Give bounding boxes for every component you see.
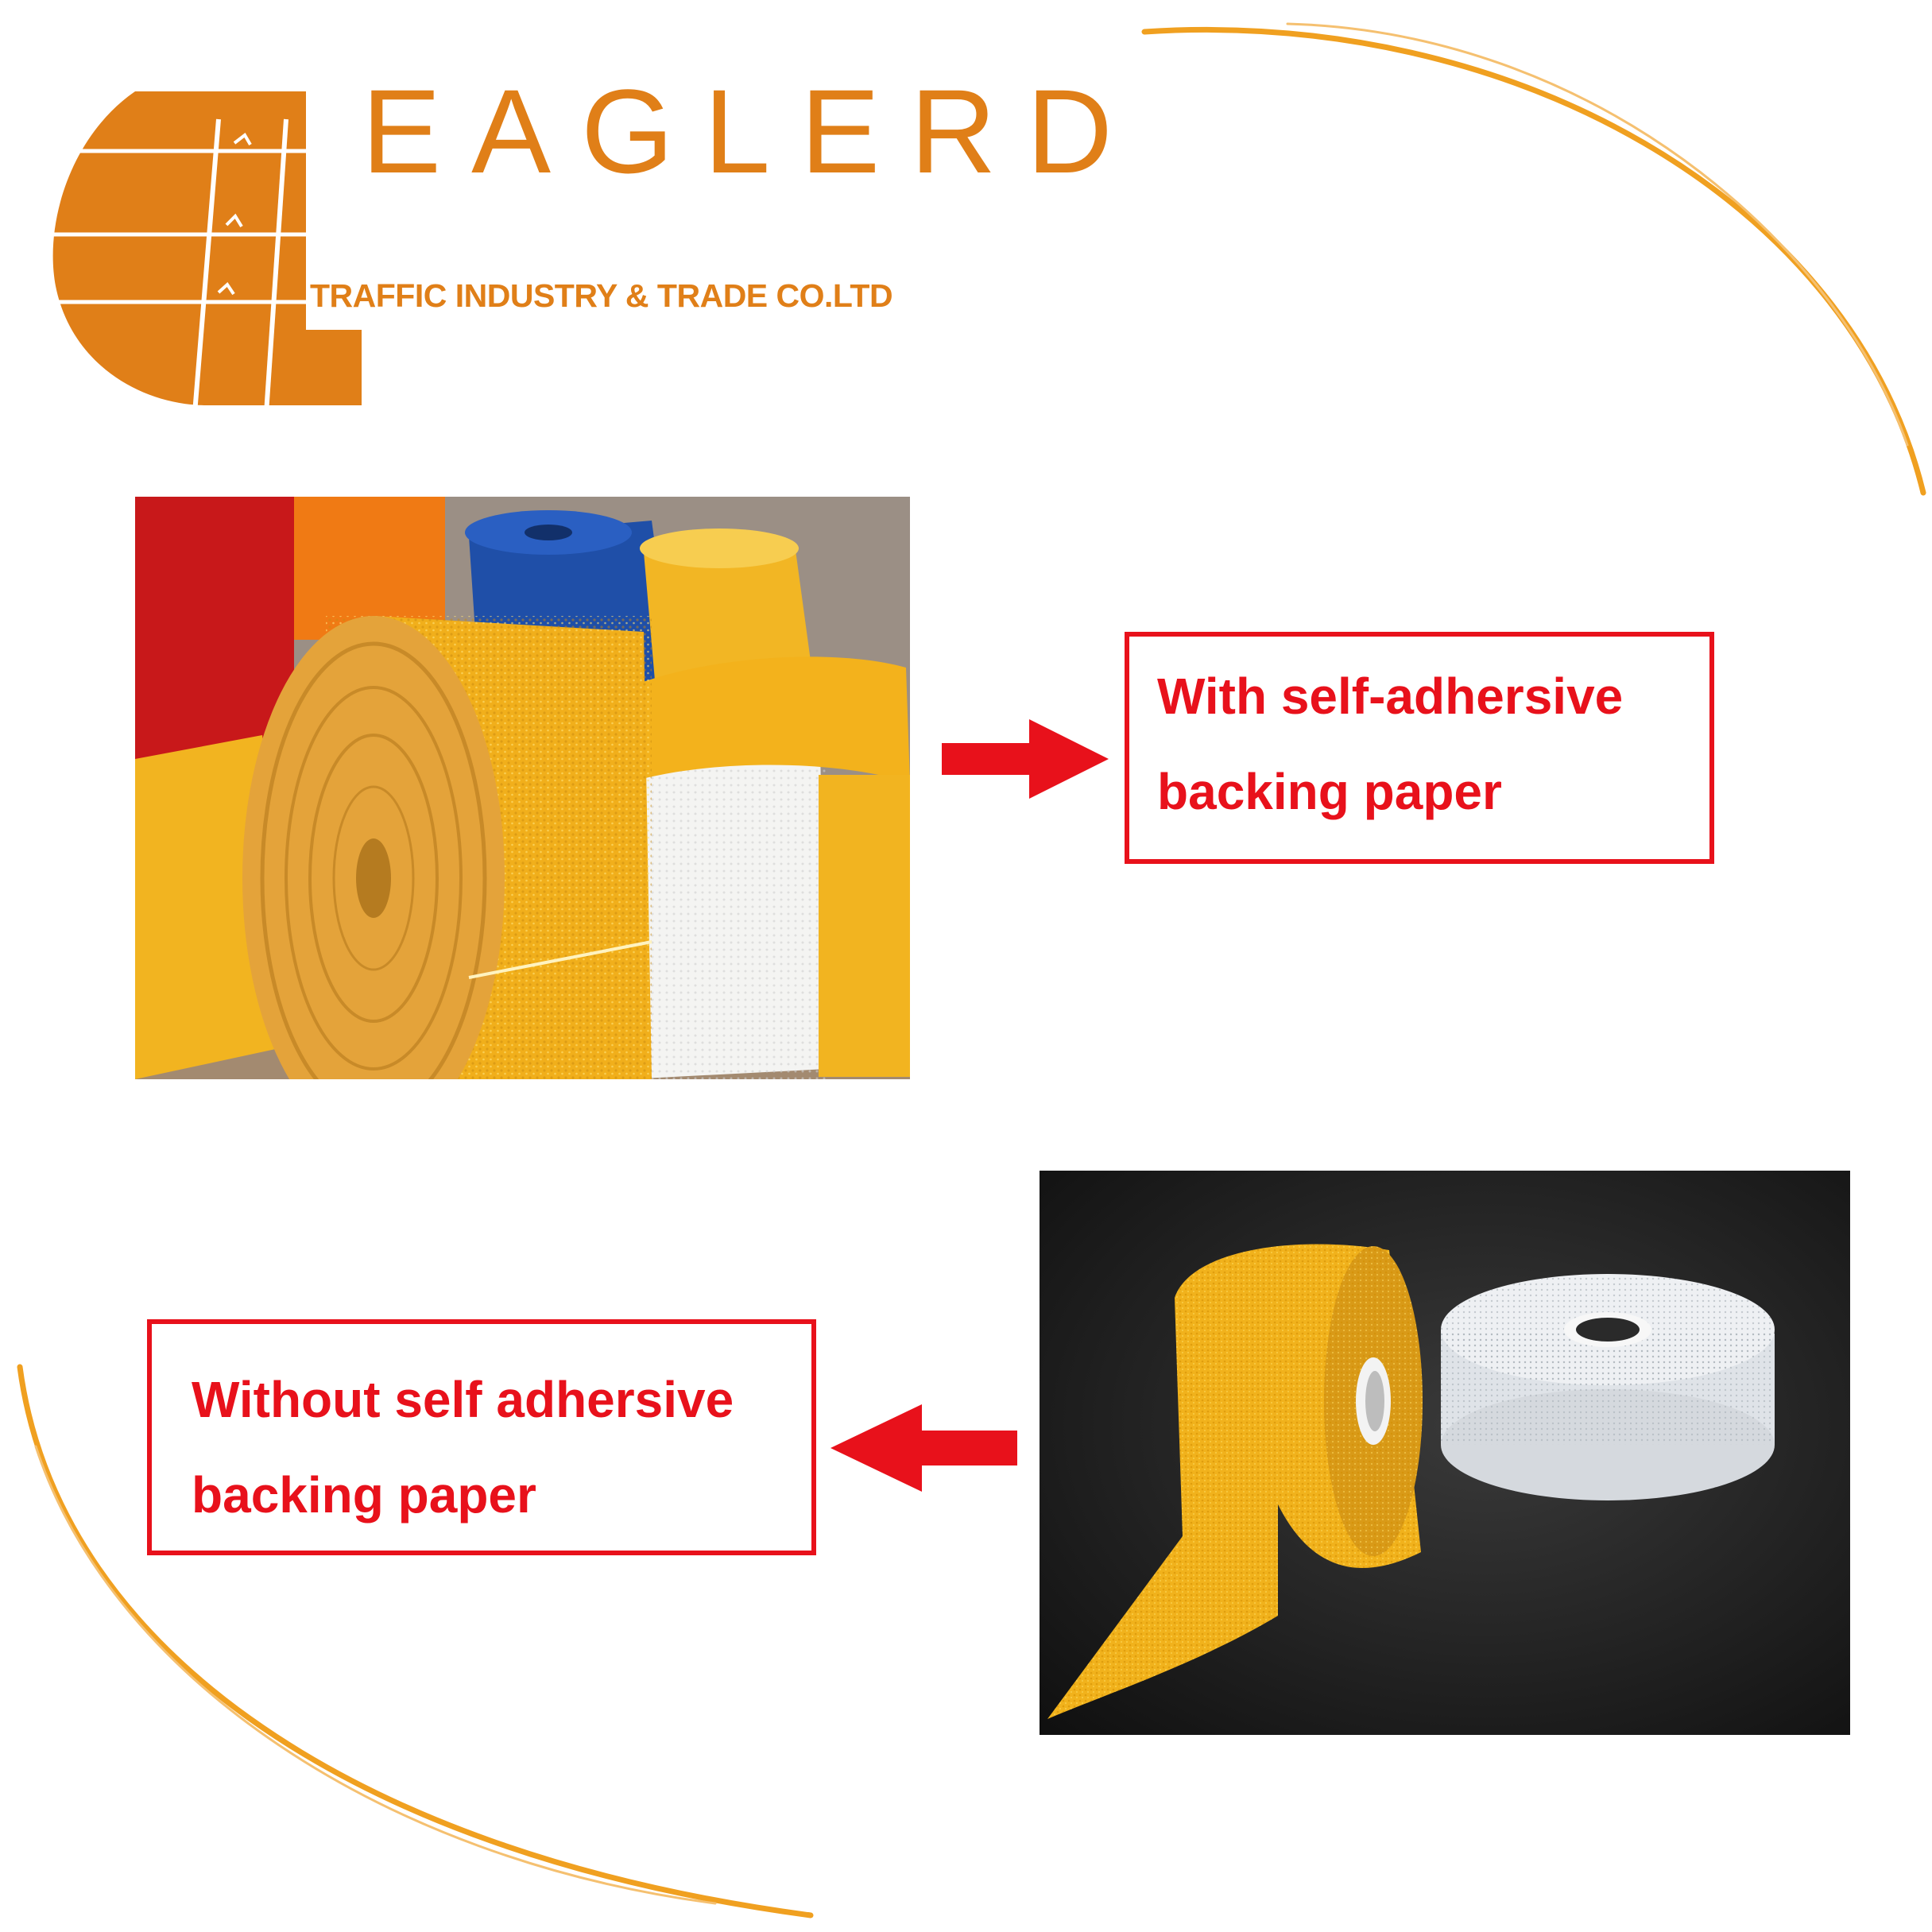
eaglerd-logo-icon [48,91,362,413]
with-backing-callout: With self-adhersive backing paper [1125,632,1714,864]
arrow-right-icon [942,719,1109,799]
without-backing-callout: Without self adhersive backing paper [147,1319,816,1555]
with-backing-line2: backing paper [1157,763,1502,820]
yellow-and-white-tape-rolls-photo [1040,1171,1850,1735]
with-backing-line1: With self-adhersive [1157,668,1624,725]
without-backing-line1: Without self adhersive [192,1371,734,1428]
arrow-left-icon [830,1404,1017,1492]
brand-name: EAGLERD [362,64,1143,198]
road-marking-tape-rolls-photo [135,497,910,1079]
brand-subtitle: TRAFFIC INDUSTRY & TRADE CO.LTD [310,277,893,314]
without-backing-line2: backing paper [192,1466,536,1524]
